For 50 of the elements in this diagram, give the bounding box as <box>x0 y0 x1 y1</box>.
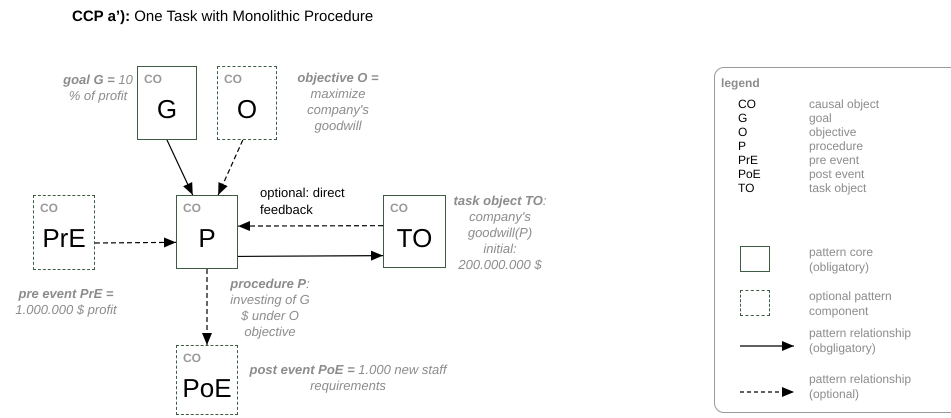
annotation: pre event PrE = 1.000.000 $ profit <box>14 286 118 318</box>
component-box <box>137 66 197 140</box>
arrow <box>218 140 244 196</box>
legend-abbreviation: O <box>738 125 748 139</box>
legend-abbreviation: PoE <box>738 167 761 181</box>
node-label: PoE <box>181 372 233 404</box>
node-label: PrE <box>41 222 87 254</box>
node-tag: CO <box>390 199 408 217</box>
component-box <box>217 66 277 140</box>
legend-abbreviation: CO <box>738 97 756 111</box>
node-label: TO <box>396 222 434 254</box>
legend-abbreviation: G <box>738 111 748 125</box>
legend-description: post event <box>809 167 864 181</box>
node-tag: CO <box>40 199 58 217</box>
node-label: P <box>197 222 217 254</box>
component-box <box>33 195 95 270</box>
annotation: post event PoE = 1.000 new staff requirements <box>248 362 448 394</box>
legend-text: optional pattern component <box>809 289 893 319</box>
legend-text: pattern core (obligatory) <box>809 245 874 275</box>
legend-abbreviation: P <box>738 139 746 153</box>
node-label: O <box>236 93 258 125</box>
legend-description: task object <box>809 181 866 195</box>
node-label: G <box>156 93 178 125</box>
legend-abbreviation: TO <box>738 181 754 195</box>
arrow <box>202 269 212 345</box>
legend-description: procedure <box>809 139 864 153</box>
legend-abbreviation: PrE <box>738 153 758 167</box>
node-tag: CO <box>144 70 162 88</box>
arrow <box>238 221 383 232</box>
annotation: task object TO: company's goodwill(P) initial: 200.000.000 $ <box>452 193 548 273</box>
component-box <box>383 195 446 268</box>
legend-text: pattern relationship (optional) <box>809 372 912 402</box>
node-tag: CO <box>224 70 242 88</box>
legend-description: objective <box>809 125 856 139</box>
node-tag: CO <box>183 349 201 367</box>
legend-heading: legend <box>721 75 760 92</box>
annotation: procedure P: investing of G $ under O objective <box>229 276 311 340</box>
legend-description: pre event <box>809 153 860 167</box>
legend-description: goal <box>809 111 832 125</box>
arrow <box>95 237 176 248</box>
annotation: goal G = 10 % of profit <box>62 72 134 104</box>
arrow <box>238 250 383 261</box>
legend-description: causal object <box>809 97 880 111</box>
annotation: objective O = maximize company's goodwill <box>296 70 380 134</box>
component-box <box>176 195 238 269</box>
component-box <box>176 345 238 415</box>
node-tag: CO <box>183 199 201 217</box>
arrow <box>166 140 194 196</box>
title: CCP a’): One Task with Monolithic Procedure <box>72 7 374 27</box>
legend-text: pattern relationship (obgligatory) <box>809 326 912 356</box>
